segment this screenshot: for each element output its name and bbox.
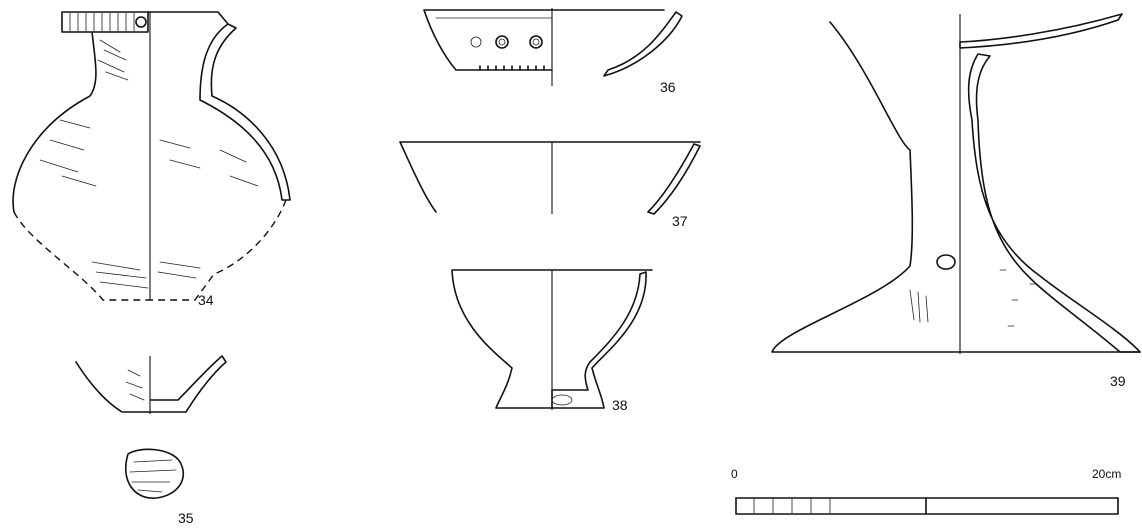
vessel-36-stamp-1: [470, 36, 482, 48]
vessel-34-left-reconstruction: [13, 211, 150, 301]
vessel-35-left-outline: [75, 361, 151, 413]
vessel-39-inclusions: [999, 269, 1037, 327]
vessel-39-stem-section: [967, 53, 1141, 353]
vessel-34: 34: [12, 11, 291, 308]
vessel-37-right-section: [647, 143, 701, 215]
vessel-36-right-section: [603, 11, 683, 77]
sherd-35: [124, 448, 185, 499]
scale-start-label: 0: [731, 467, 738, 481]
vessel-36-stamp-3: [529, 35, 543, 49]
vessel-36-stamp-2: [495, 35, 509, 49]
sherd-35-hatching: [129, 459, 177, 493]
vessel-34-rim-stamp: [135, 16, 147, 28]
vessel-34-right-section: [199, 23, 291, 201]
vessel-36: 36: [423, 8, 683, 95]
vessel-39-number: 39: [1110, 373, 1126, 389]
vessel-36-number: 36: [660, 79, 676, 95]
vessel-34-rim: [61, 11, 149, 33]
vessel-35-hatching: [125, 369, 145, 401]
vessel-34-rim-ribbing: [69, 12, 135, 32]
vessel-35: 35: [75, 355, 227, 526]
vessel-38: 38: [451, 269, 653, 413]
vessel-38-left-outline: [451, 269, 553, 409]
vessel-38-right-section: [551, 271, 647, 409]
vessel-34-hatching: [39, 39, 259, 289]
vessel-39-left-outline: [771, 21, 961, 353]
vessel-37-left-outline: [399, 141, 553, 213]
vessel-34-right-reconstruction: [150, 199, 287, 301]
vessel-35-number: 35: [178, 510, 194, 526]
vessel-37: 37: [399, 141, 701, 229]
vessel-36-left-outline: [423, 9, 553, 71]
vessel-39-bowl-section: [959, 13, 1123, 49]
vessel-37-number: 37: [672, 213, 688, 229]
vessel-39-hole: [936, 254, 956, 270]
vessel-35-right-section: [150, 355, 227, 413]
vessel-36-notch-row: [479, 65, 545, 71]
scale-end-label: 20cm: [1092, 467, 1121, 481]
vessel-34-left-outline: [12, 31, 97, 213]
vessel-39: 39: [771, 13, 1141, 389]
vessel-34-number: 34: [198, 292, 214, 308]
vessel-38-number: 38: [612, 397, 628, 413]
scale-bar: 0 20cm: [731, 467, 1121, 515]
vessel-39-hatching: [909, 289, 929, 323]
vessel-34-rim-section: [147, 11, 229, 25]
vessel-38-foot-detail: [551, 394, 573, 406]
